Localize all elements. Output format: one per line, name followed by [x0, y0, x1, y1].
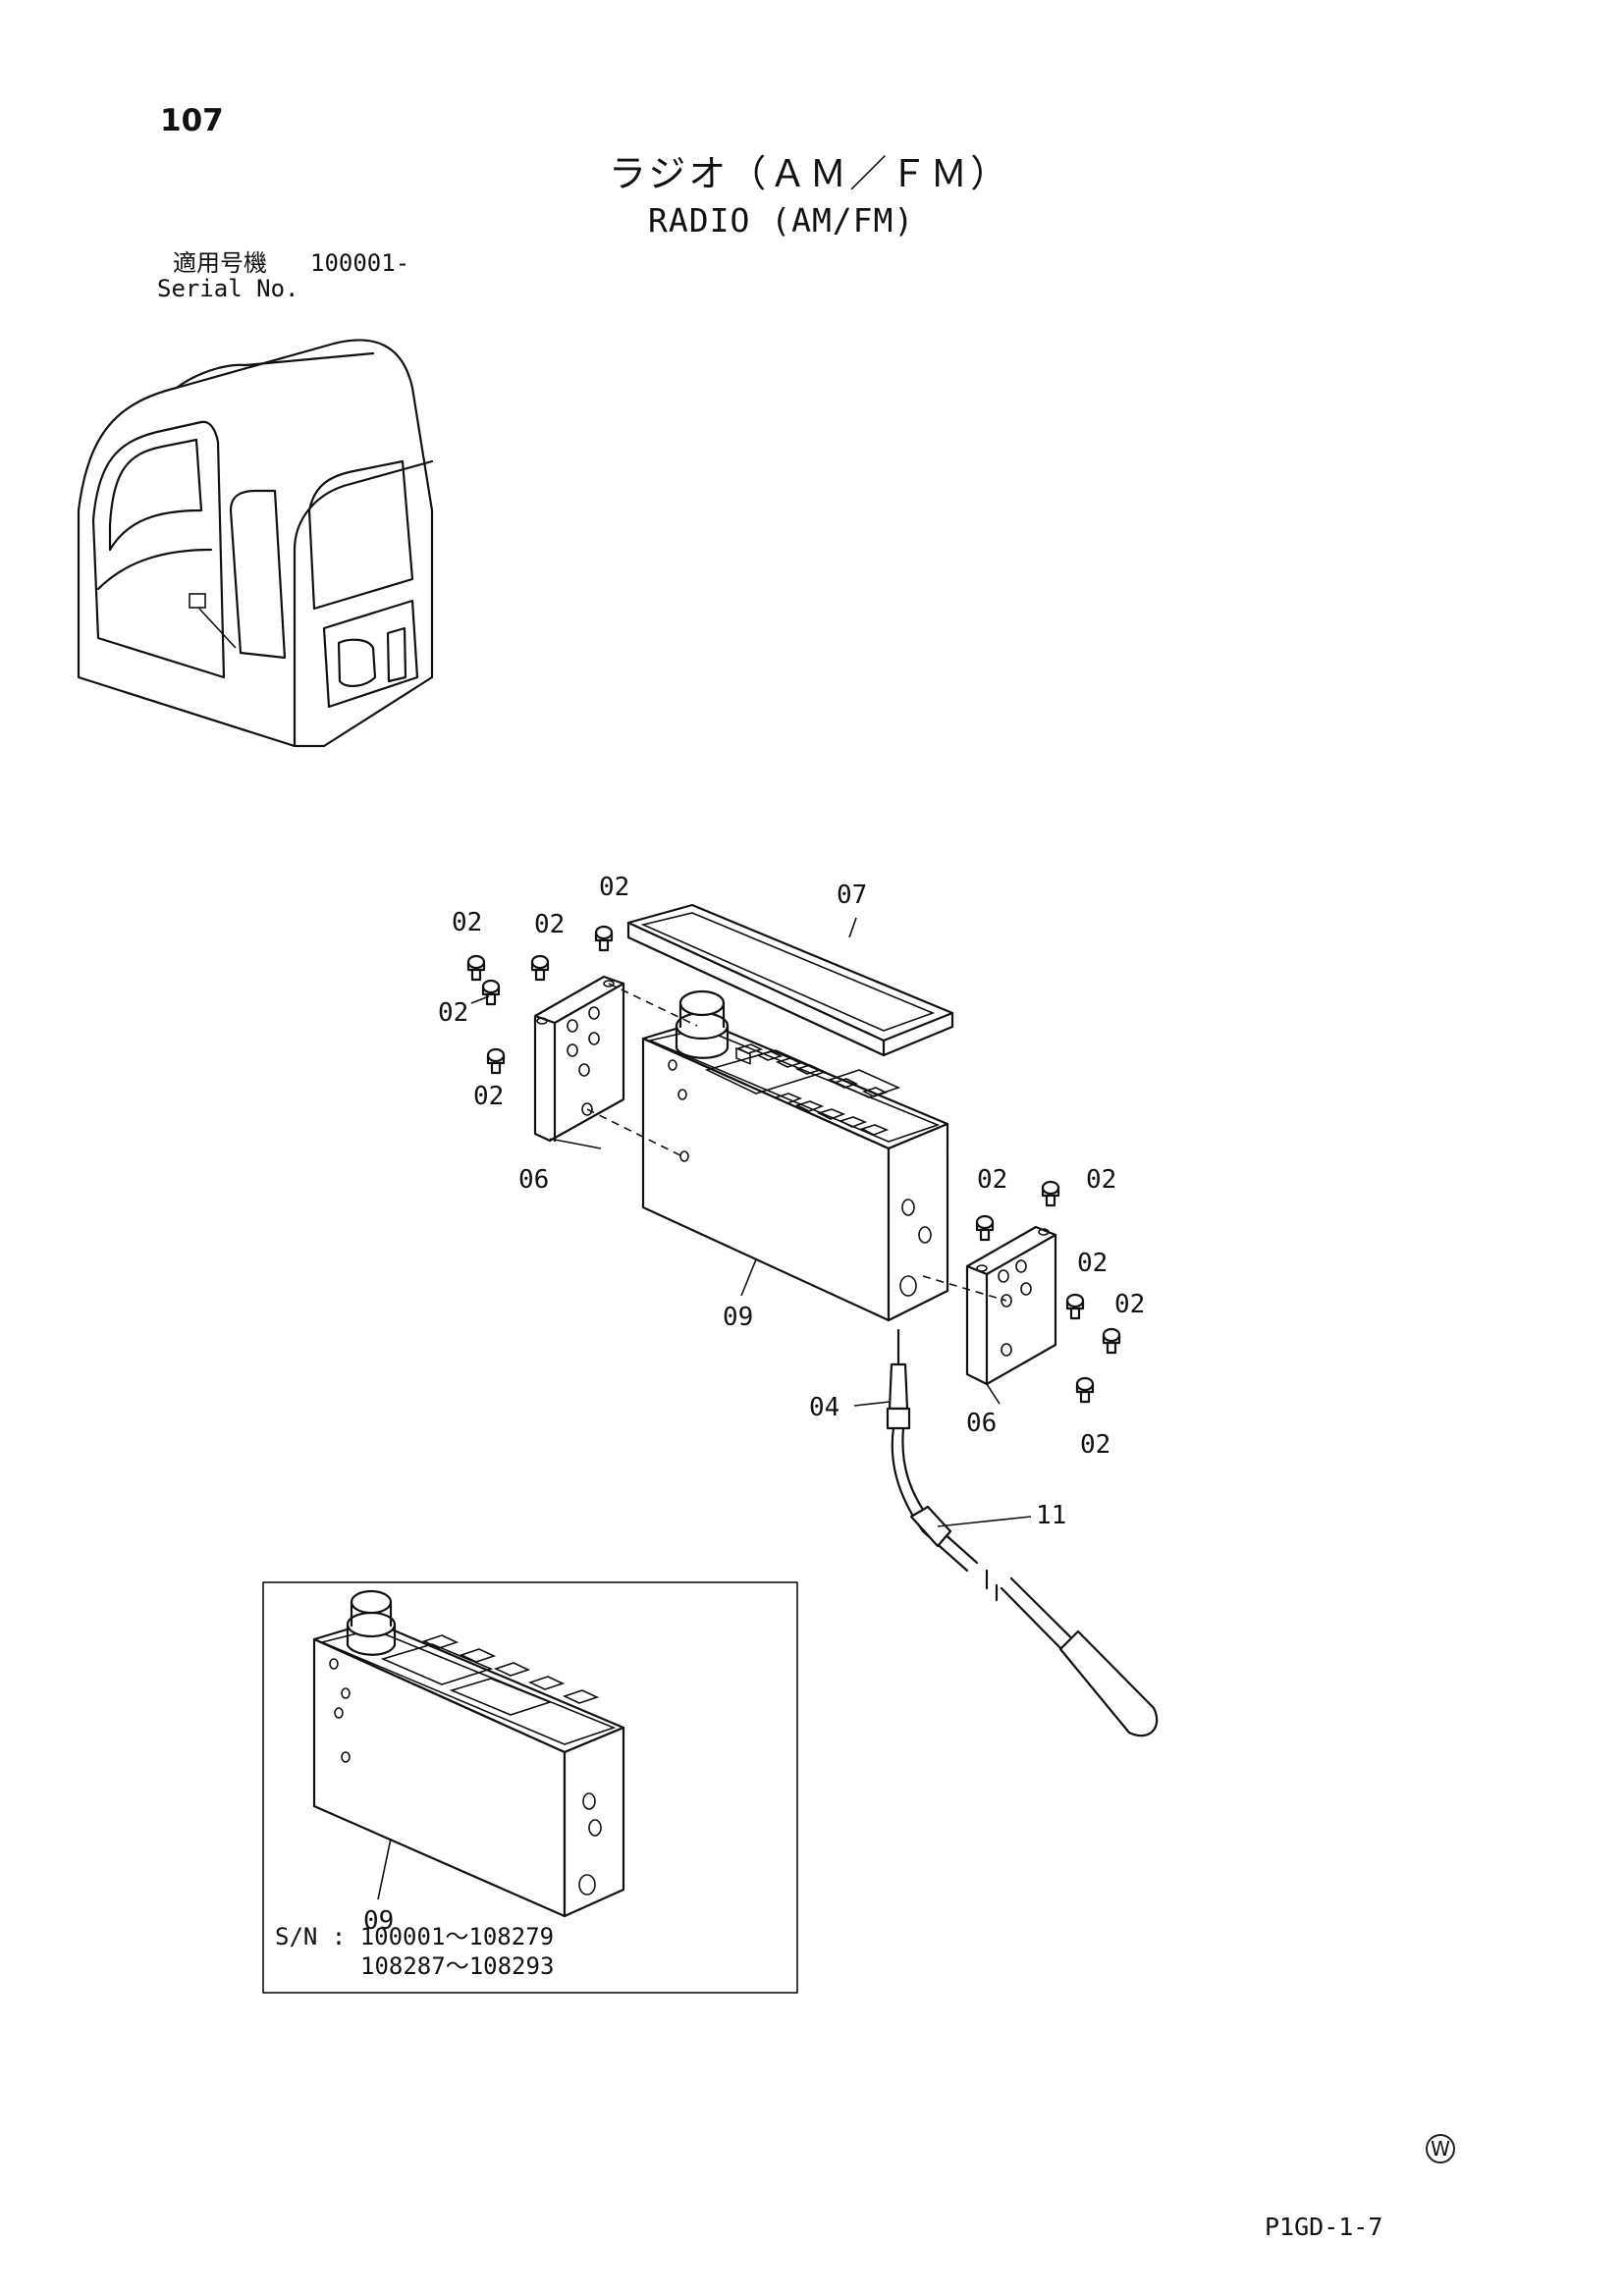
callout-screw-f: 02 — [977, 1165, 1007, 1195]
callout-screw-e: 02 — [473, 1082, 504, 1111]
callout-screw-h: 02 — [1077, 1249, 1108, 1278]
callout-bracket-right: 06 — [966, 1409, 997, 1438]
callout-screw-b: 02 — [534, 910, 565, 939]
serial-label-japanese: 適用号機 — [173, 249, 267, 277]
callout-antenna: 04 — [809, 1393, 839, 1422]
alignment-lines — [586, 983, 1007, 1302]
inset-serial-ranges: S/N : 100001～108279 108287～108293 — [275, 1922, 554, 1981]
callout-labels: 02 02 02 02 02 07 06 09 02 02 02 02 02 0… — [438, 873, 1145, 1530]
callout-clamp: 11 — [1036, 1501, 1066, 1530]
page-title-english: RADIO (AM/FM) — [648, 201, 915, 240]
callout-screw-c: 02 — [599, 873, 629, 902]
callout-screw-g: 02 — [1086, 1165, 1116, 1195]
callout-bracket-left: 06 — [518, 1165, 549, 1195]
bracket-right-part — [965, 1225, 1057, 1386]
radio-body-part — [641, 989, 949, 1322]
callout-lid: 07 — [837, 881, 867, 910]
serial-label-english: Serial No. — [157, 275, 299, 302]
inset-variant-drawing: 09 — [262, 1581, 798, 1994]
screw-parts — [466, 925, 1121, 1404]
callout-radio: 09 — [723, 1303, 753, 1332]
antenna-part — [886, 1328, 1159, 1737]
callout-inset-radio: 09 — [363, 1906, 394, 1936]
inset-sn-range-1: 100001～108279 — [359, 1923, 555, 1950]
leader-lines — [470, 917, 1032, 1527]
serial-number-start: 100001- — [310, 249, 410, 277]
callout-screw-d: 02 — [438, 998, 468, 1028]
bracket-left-part — [533, 975, 625, 1143]
page-number: 107 — [160, 103, 224, 138]
callout-screw-a: 02 — [452, 908, 482, 937]
callout-screw-j: 02 — [1080, 1430, 1110, 1460]
lid-part — [626, 903, 954, 1057]
callout-screw-i: 02 — [1114, 1290, 1145, 1319]
page-title-japanese: ラジオ（ＡＭ／ＦＭ） — [609, 152, 1011, 195]
inset-sn-range-2: 108287～108293 — [360, 1952, 555, 1980]
inset-sn-prefix: S/N : — [275, 1923, 347, 1950]
cab-location-drawing — [77, 339, 434, 748]
page-code: P1GD-1-7 — [1265, 2213, 1383, 2241]
maker-mark-icon: W — [1426, 2134, 1455, 2163]
